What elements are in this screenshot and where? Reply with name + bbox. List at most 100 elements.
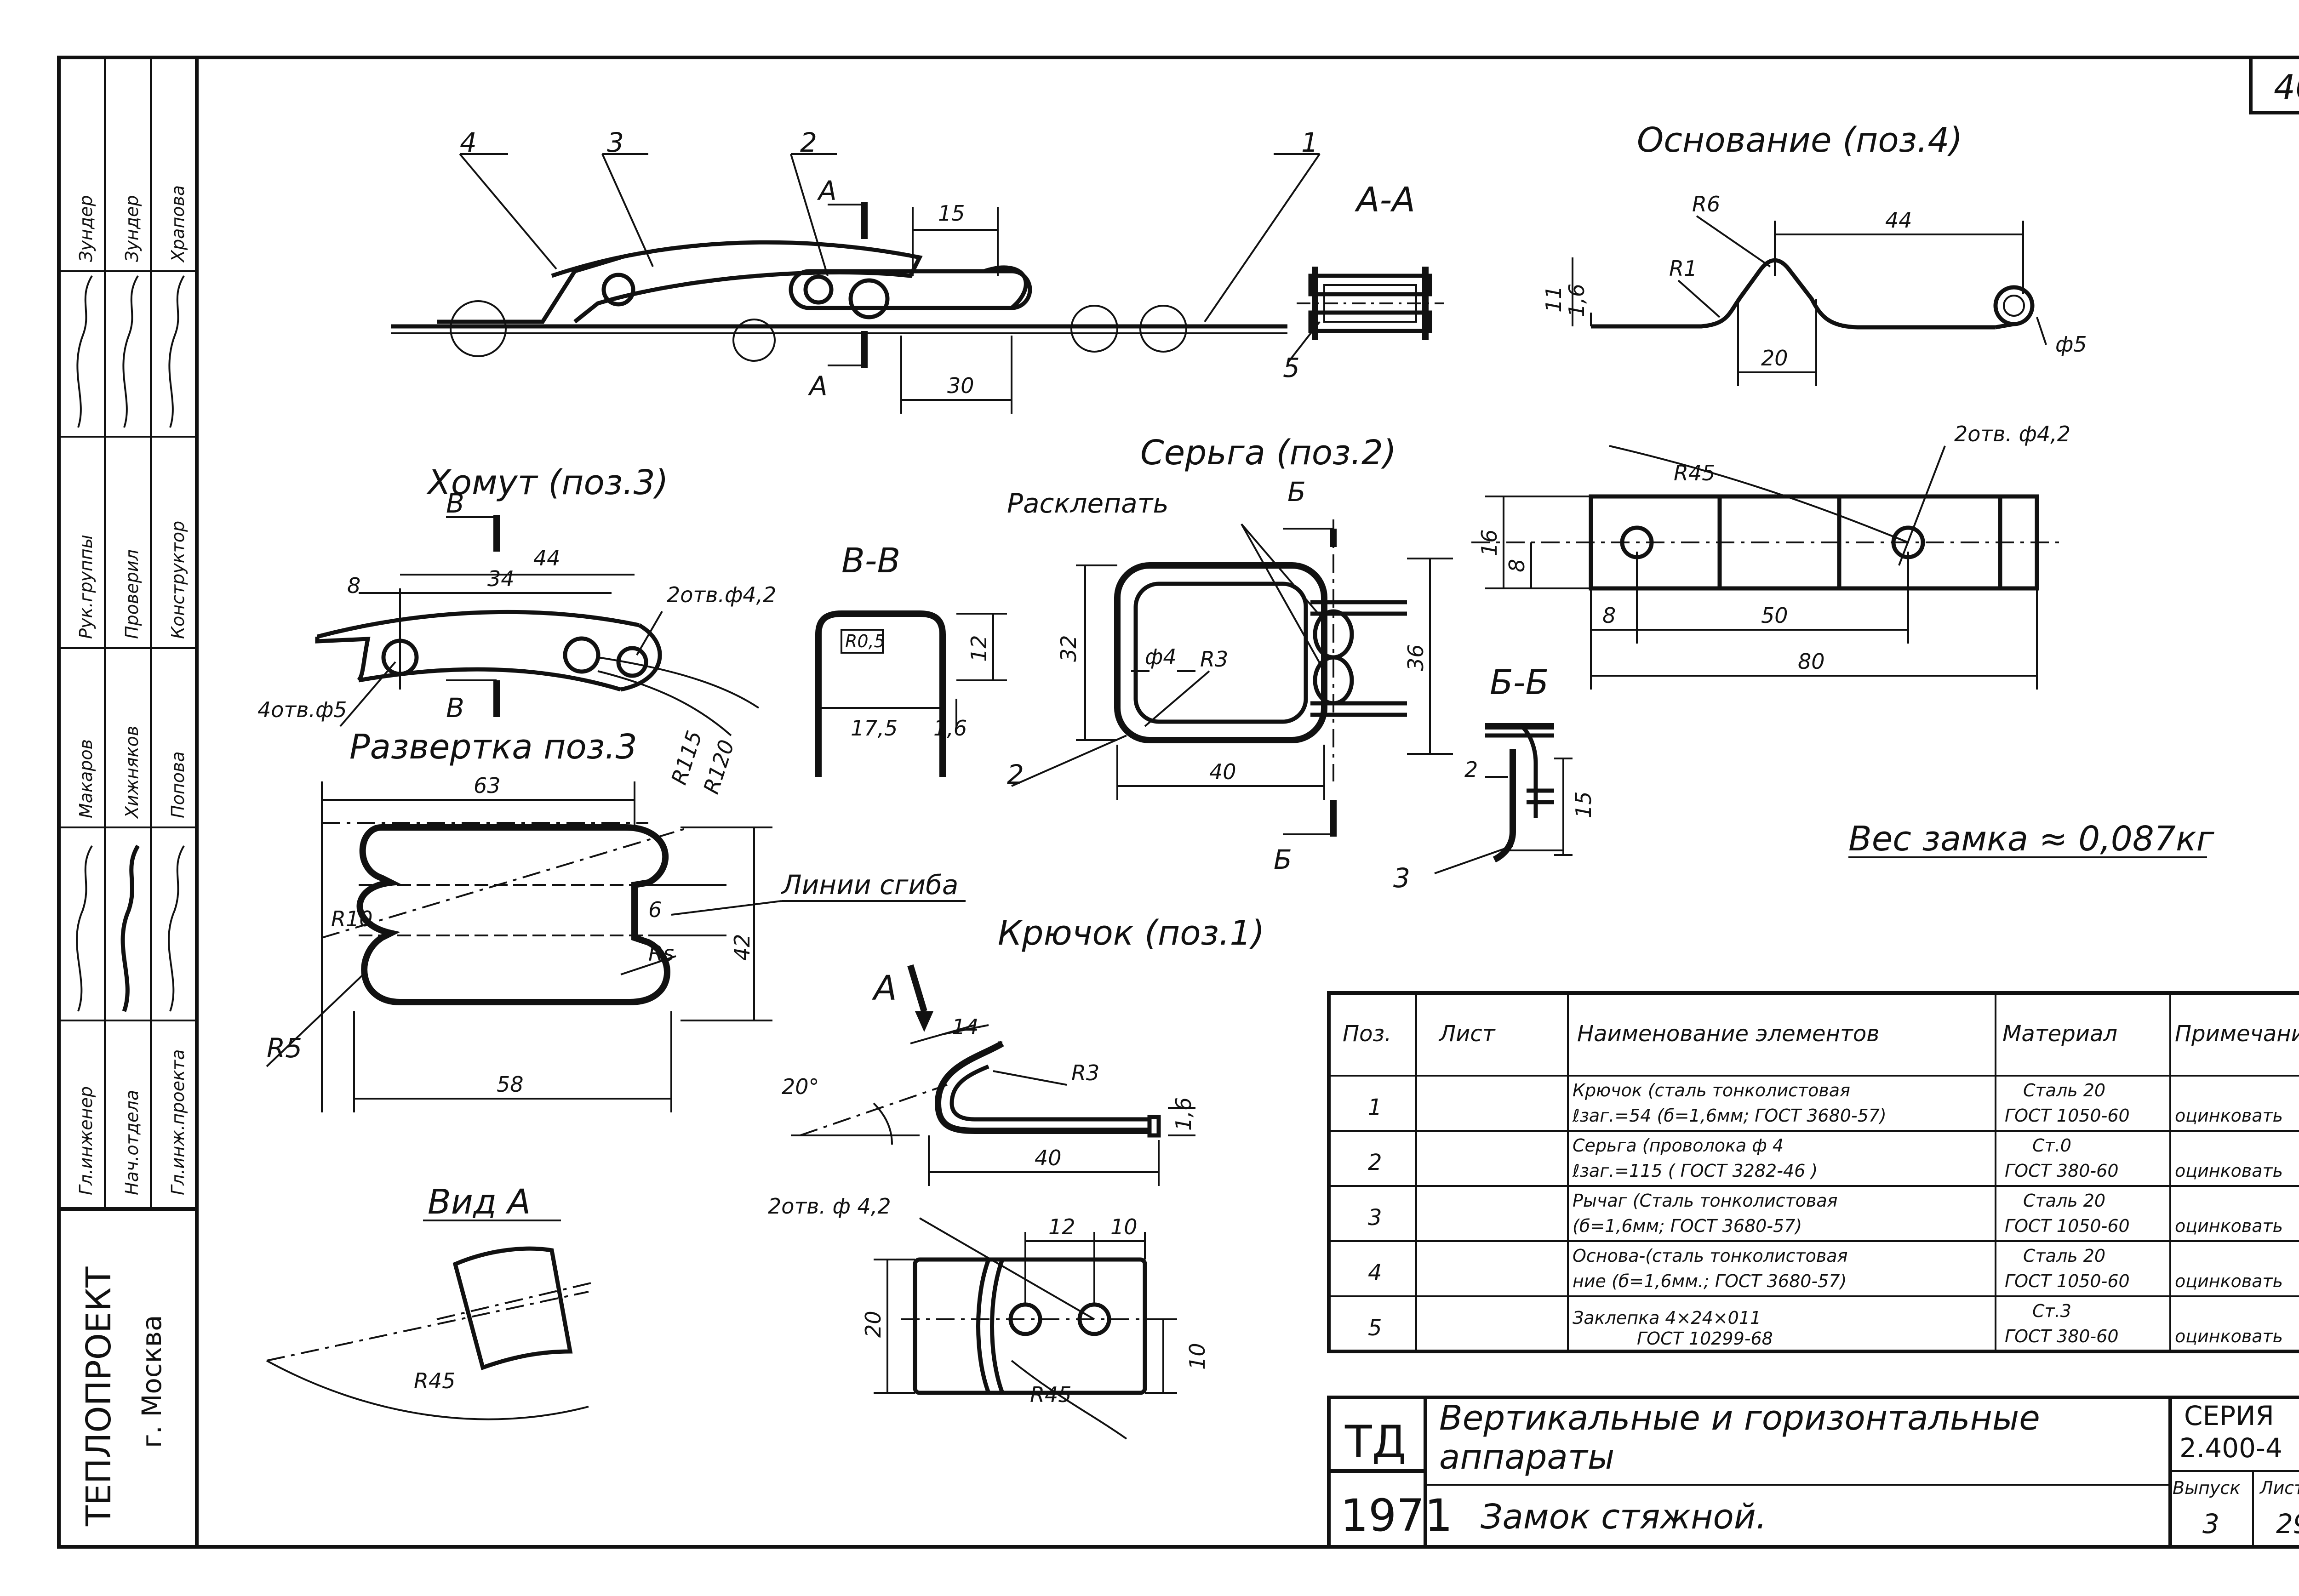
- base-dim-r1: R1: [1669, 256, 1697, 281]
- role-checked: Проверил: [122, 549, 142, 639]
- hook-dim-20: 20: [861, 1311, 886, 1338]
- dim-30: 30: [947, 373, 974, 398]
- dev-dim-r10: R10: [331, 906, 373, 931]
- table-row: 5 Заклепка 4×24×011 ГОСТ 10299-68 Ст.3 Г…: [1368, 1301, 2283, 1349]
- title-block: [1327, 1396, 2299, 1549]
- base-dim-20: 20: [1761, 346, 1788, 370]
- assembly-callout-1: 1: [1301, 127, 1318, 158]
- title-block-sheet: 29: [2276, 1508, 2299, 1539]
- view-a-dim-r45: R45: [414, 1368, 456, 1393]
- parts-table: [1327, 991, 2299, 1353]
- table-row: 3 Рычаг (Сталь тонколистовая (б=1,6мм; Г…: [1368, 1191, 2283, 1236]
- row-note: оцинковать: [2175, 1271, 2283, 1291]
- row-pos: 1: [1368, 1094, 1382, 1120]
- hook-dim-r45: R45: [1030, 1382, 1072, 1407]
- table-header-material: Материал: [2002, 1021, 2117, 1047]
- shackle-callout-2: 2: [1007, 759, 1024, 790]
- row-note: оцинковать: [2175, 1216, 2283, 1236]
- title-block-series: 2.400-4: [2179, 1432, 2282, 1464]
- view-a-title: Вид А: [428, 1182, 531, 1222]
- section-aa-callout: 5: [1283, 352, 1300, 383]
- table-row: 4 Основа-(сталь тонколистовая ние (б=1,6…: [1368, 1246, 2283, 1291]
- row-material-2: ГОСТ 380-60: [2005, 1326, 2119, 1346]
- row-name: Рычаг (Сталь тонколистовая: [1573, 1191, 1837, 1211]
- dev-dim-rs: Rs: [648, 941, 674, 966]
- base-dim-8-v: 8: [1504, 559, 1529, 572]
- name-col1-2: Хижняков: [122, 726, 142, 819]
- view-a: [266, 1246, 594, 1420]
- section-vv-dim-r0-5: R0,5: [845, 631, 885, 651]
- hook-dim-12: 12: [1048, 1214, 1075, 1239]
- signature-scribble: [122, 275, 139, 428]
- clamp-title: Хомут (поз.3): [426, 463, 669, 502]
- base-dim-r45: R45: [1674, 461, 1716, 485]
- section-vv-dim-1-6: 1,6: [933, 716, 967, 741]
- hook-dim-2holes: 2отв. ф 4,2: [768, 1194, 891, 1219]
- row-name-2: ℓзаг.=115 ( ГОСТ 3282-46 ): [1572, 1161, 1818, 1181]
- development-title: Развертка поз.3: [349, 727, 637, 767]
- section-mark-a-top: А: [817, 175, 837, 206]
- row-material: Сталь 20: [2023, 1080, 2105, 1100]
- clamp-dim-8: 8: [347, 573, 360, 598]
- role-group-lead: Рук.группы: [76, 535, 96, 639]
- clamp-mark-b-top: В: [446, 488, 464, 519]
- shackle-dim-32: 32: [1056, 635, 1081, 662]
- sheet-number: 40: [2274, 68, 2299, 107]
- section-vv-dim-12: 12: [966, 635, 991, 662]
- assembly-callout-2: 2: [800, 127, 817, 158]
- title-block-subtitle: Замок стяжной.: [1481, 1497, 1767, 1537]
- name-col1-3: Попова: [168, 751, 188, 818]
- shackle-title: Серьга (поз.2): [1140, 433, 1396, 473]
- clamp-dim-r120: R120: [698, 737, 739, 797]
- section-aa-title: А-А: [1355, 180, 1415, 220]
- base-dim-16: 16: [1477, 529, 1502, 556]
- section-bb-dim-2: 2: [1464, 757, 1478, 782]
- title-block-series-label: СЕРИЯ: [2184, 1400, 2274, 1431]
- sheet-frame: [57, 56, 2299, 1549]
- section-vv-view: [815, 610, 1007, 777]
- section-bb-callout-3: 3: [1393, 862, 1410, 894]
- hook-dim-20deg: 20°: [782, 1074, 819, 1099]
- development-view: [266, 781, 966, 1112]
- row-name-2: (б=1,6мм; ГОСТ 3680-57): [1573, 1216, 1802, 1236]
- dev-dim-r5: R5: [267, 1032, 302, 1064]
- name-col2-1: Зундер: [76, 195, 96, 262]
- signature-scribble: [168, 275, 185, 428]
- title-block-sheet-label: Лист: [2259, 1478, 2299, 1498]
- row-material: Сталь 20: [2023, 1246, 2105, 1266]
- signature-scribble: [76, 275, 93, 428]
- base-dim-8-h: 8: [1602, 603, 1616, 628]
- row-material-2: ГОСТ 1050-60: [2005, 1216, 2130, 1236]
- name-col1-1: Макаров: [76, 739, 96, 818]
- row-material: Сталь 20: [2023, 1191, 2105, 1211]
- row-pos: 3: [1368, 1205, 1382, 1231]
- shackle-dim-36: 36: [1403, 644, 1428, 671]
- row-material-2: ГОСТ 380-60: [2005, 1161, 2119, 1181]
- row-pos: 2: [1368, 1150, 1382, 1175]
- base-dim-2holes: 2отв. ф4,2: [1954, 422, 2070, 446]
- hook-dim-r3: R3: [1071, 1060, 1099, 1085]
- role-chief-engineer: Гл.инженер: [76, 1086, 96, 1195]
- assembly-view: [391, 153, 1321, 414]
- signature-scribble: [120, 844, 140, 1012]
- clamp-dim-4holes: 4отв.ф5: [257, 697, 347, 722]
- table-header-pos: Поз.: [1343, 1021, 1391, 1047]
- row-material-2: ГОСТ 1050-60: [2005, 1271, 2130, 1291]
- hook-dim-10-right: 10: [1185, 1343, 1210, 1370]
- shackle-note: Расклепать: [1007, 488, 1169, 519]
- table-header-name: Наименование элементов: [1577, 1021, 1880, 1047]
- shackle-view: [1011, 519, 1453, 837]
- hook-dim-10-top: 10: [1110, 1214, 1138, 1239]
- shackle-dim-f4: ф4: [1145, 644, 1177, 669]
- development-note: Линии сгиба: [781, 869, 958, 901]
- title-block-year: 1971: [1340, 1490, 1453, 1541]
- assembly-callout-4: 4: [460, 127, 477, 158]
- row-material: Ст.0: [2032, 1135, 2071, 1156]
- hook-title: Крючок (поз.1): [998, 913, 1264, 953]
- shackle-dim-r3: R3: [1200, 647, 1228, 672]
- base-dim-50: 50: [1761, 603, 1788, 628]
- row-name-2: ние (б=1,6мм.; ГОСТ 3680-57): [1573, 1271, 1847, 1291]
- row-name-2: ГОСТ 10299-68: [1637, 1328, 1773, 1349]
- shackle-mark-b-bottom: Б: [1274, 844, 1292, 875]
- dev-dim-58: 58: [497, 1072, 524, 1097]
